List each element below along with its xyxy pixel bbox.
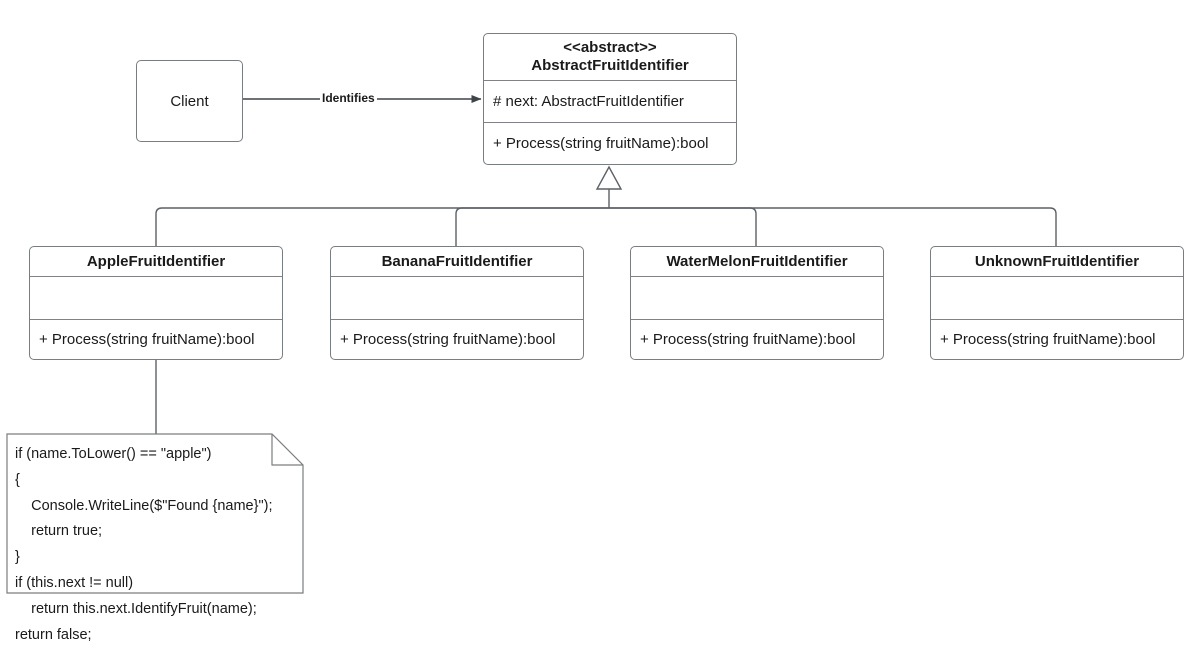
generalization-branch-watermelon [609,207,757,246]
note-apple-process-code[interactable]: if (name.ToLower() == "apple") { Console… [7,434,303,643]
class-name-applefruitidentifier: AppleFruitIdentifier [86,252,226,270]
association-label-identifies: Identifies [320,91,377,105]
class-title-unknownfruitidentifier: UnknownFruitIdentifier [931,247,1183,276]
class-title-watermelonfruitidentifier: WaterMelonFruitIdentifier [631,247,883,276]
class-operation-watermelonfruitidentifier: + Process(string fruitName):bool [631,319,883,359]
class-box-abstractfruitidentifier[interactable]: <<abstract>> AbstractFruitIdentifier # n… [483,33,737,165]
class-attributes-bananafruitidentifier [331,276,583,319]
class-attributes-unknownfruitidentifier [931,276,1183,319]
note-code-text: if (name.ToLower() == "apple") { Console… [15,446,273,643]
class-operation-applefruitidentifier: + Process(string fruitName):bool [30,319,282,359]
note-shape [6,433,304,594]
attribute-text: # next: AbstractFruitIdentifier [493,93,684,110]
class-name-unknownfruitidentifier: UnknownFruitIdentifier [974,252,1140,270]
operation-text: + Process(string fruitName):bool [640,331,856,348]
class-attributes-watermelonfruitidentifier [631,276,883,319]
class-stereotype: <<abstract>> [563,39,657,57]
class-box-applefruitidentifier[interactable]: AppleFruitIdentifier + Process(string fr… [29,246,283,360]
class-attribute-next: # next: AbstractFruitIdentifier [484,80,736,122]
class-name-abstractfruitidentifier: AbstractFruitIdentifier [531,57,689,74]
class-title-applefruitidentifier: AppleFruitIdentifier [30,247,282,276]
operation-text: + Process(string fruitName):bool [493,135,709,152]
generalization-triangle [595,165,623,190]
operation-text: + Process(string fruitName):bool [940,331,1156,348]
class-name-client: Client [170,92,209,110]
operation-text: + Process(string fruitName):bool [39,331,255,348]
class-box-watermelonfruitidentifier[interactable]: WaterMelonFruitIdentifier + Process(stri… [630,246,884,360]
class-title-abstractfruitidentifier: <<abstract>> AbstractFruitIdentifier [484,34,736,80]
generalization-branch-apple [155,207,609,246]
class-box-client[interactable]: Client [136,60,243,142]
class-name-bananafruitidentifier: BananaFruitIdentifier [381,252,533,270]
class-operation-bananafruitidentifier: + Process(string fruitName):bool [331,319,583,359]
class-box-bananafruitidentifier[interactable]: BananaFruitIdentifier + Process(string f… [330,246,584,360]
generalization-branch-banana [455,207,609,246]
class-title-bananafruitidentifier: BananaFruitIdentifier [331,247,583,276]
class-operation-process: + Process(string fruitName):bool [484,122,736,164]
note-fold [271,434,303,466]
class-operation-unknownfruitidentifier: + Process(string fruitName):bool [931,319,1183,359]
class-attributes-applefruitidentifier [30,276,282,319]
operation-text: + Process(string fruitName):bool [340,331,556,348]
class-name-watermelonfruitidentifier: WaterMelonFruitIdentifier [666,252,848,270]
class-box-unknownfruitidentifier[interactable]: UnknownFruitIdentifier + Process(string … [930,246,1184,360]
diagram-canvas [6,95,1057,594]
generalization-branch-unknown [609,207,1057,246]
